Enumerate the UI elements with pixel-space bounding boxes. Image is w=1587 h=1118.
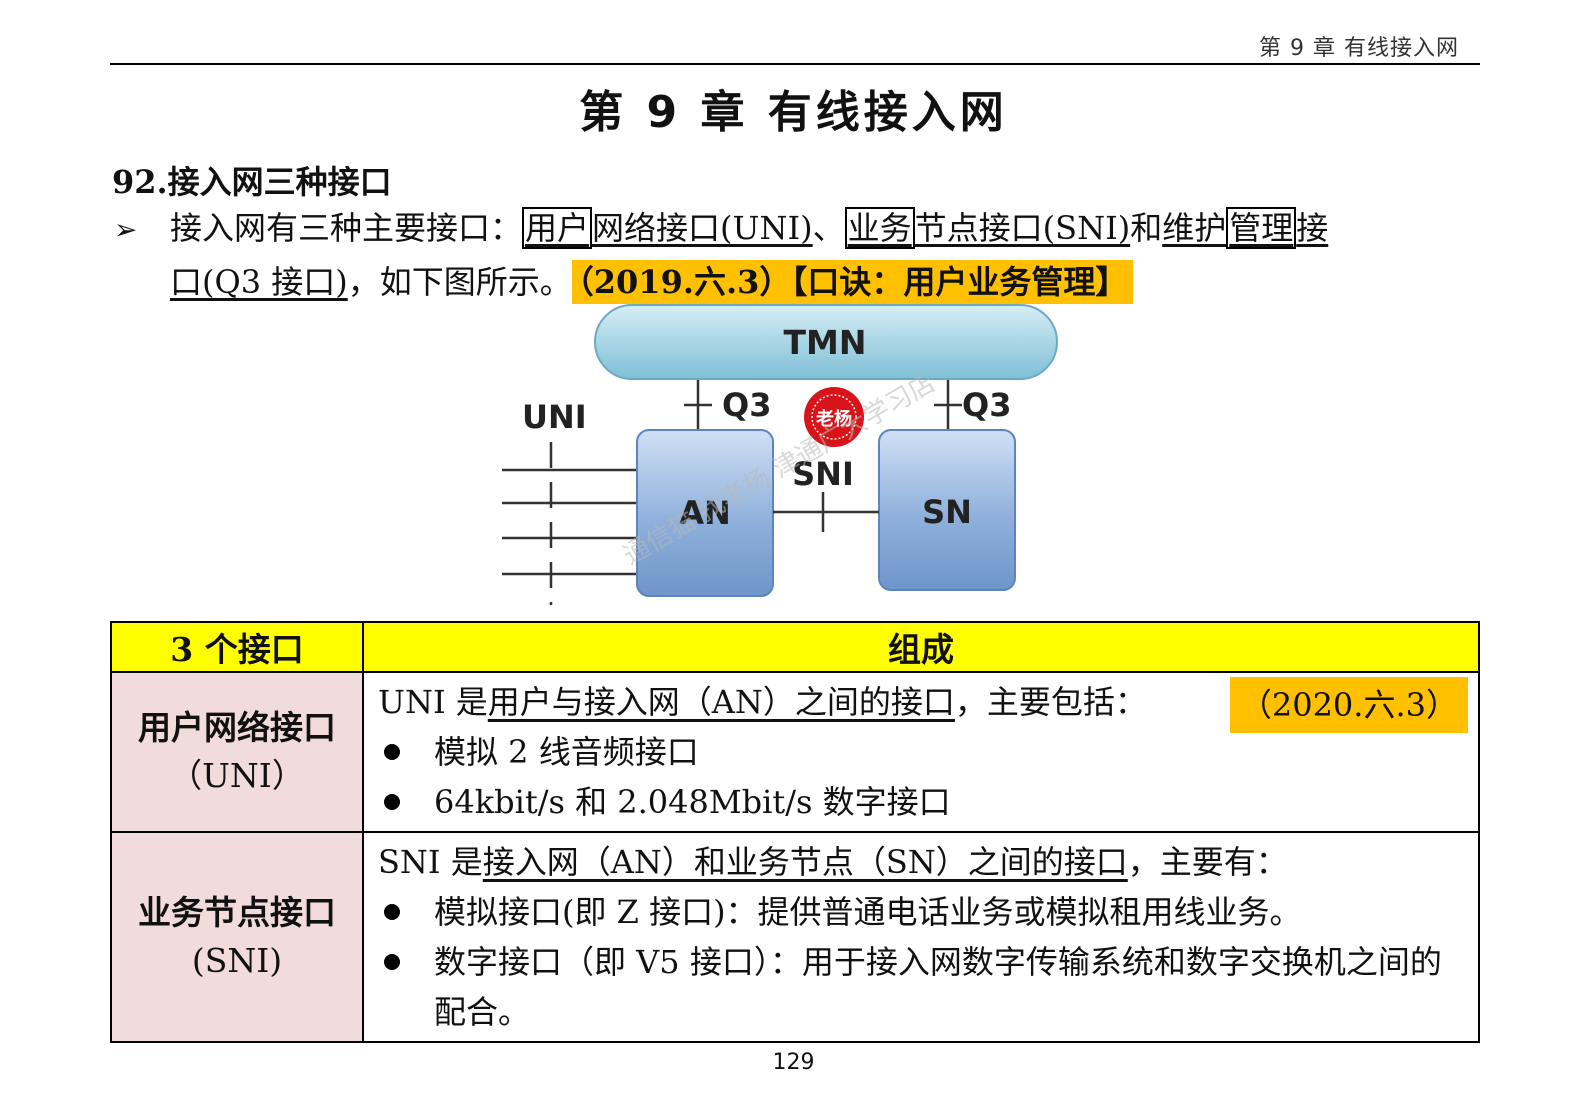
sn-label: SN: [922, 493, 972, 531]
sni-lead-def: 接入网（AN）和业务节点（SN）之间的接口: [482, 843, 1128, 881]
arrow-bullet-icon: ➢: [114, 213, 138, 246]
exam-highlight: （2019.六.3）【口诀：用户业务管理】: [571, 260, 1134, 304]
sni-label: SNI: [792, 455, 854, 493]
sni-name: 业务节点接口: [138, 893, 336, 932]
uni-exam-highlight: （2020.六.3）: [1229, 677, 1468, 733]
tmn-label: TMN: [784, 323, 867, 362]
intro-tail: ，如下图所示。: [347, 263, 572, 301]
intro-prefix: 接入网有三种主要接口：: [170, 209, 523, 247]
tmn-bar: [594, 304, 1058, 380]
uni-abbr: （UNI）: [169, 756, 305, 795]
sni-lead-post: ，主要有：: [1127, 843, 1288, 881]
intro-paragraph: ➢ 接入网有三种主要接口：用户网络接口(UNI)、业务节点接口(SNI)和维护管理…: [114, 202, 1484, 308]
section-heading: 92.接入网三种接口: [112, 163, 392, 201]
sni-boxed-word: 业务: [844, 207, 915, 249]
row-sni-name: 业务节点接口 (SNI): [110, 831, 364, 1043]
list-item: 数字接口（即 V5 接口）：用于接入网数字传输系统和数字交换机之间的配合。: [378, 937, 1468, 1037]
seal-stamp: 老杨: [804, 387, 864, 447]
list-item: 模拟 2 线音频接口: [378, 727, 1468, 777]
sni-items: 模拟接口(即 Z 接口)：提供普通电话业务或模拟租用线业务。 数字接口（即 V5…: [378, 887, 1468, 1037]
interface-table: 3 个接口 组成 用户网络接口 （UNI） UNI 是用户与接入网（AN）之间的…: [110, 621, 1480, 1043]
table-header-interfaces: 3 个接口: [110, 621, 364, 673]
q3-left-label: Q3: [722, 386, 771, 424]
seal-text: 老杨: [816, 408, 852, 430]
intro-line-2: 口(Q3 接口)，如下图所示。（2019.六.3）【口诀：用户业务管理】: [114, 256, 1484, 308]
intro-line-1: ➢ 接入网有三种主要接口：用户网络接口(UNI)、业务节点接口(SNI)和维护管理…: [114, 202, 1484, 256]
uni-lead-pre: UNI 是: [378, 683, 488, 721]
uni-lead-def: 用户与接入网（AN）之间的接口: [487, 683, 955, 721]
uni-items: 模拟 2 线音频接口 64kbit/s 和 2.048Mbit/s 数字接口: [378, 727, 1468, 827]
intro-and: 和: [1130, 209, 1163, 247]
sni-term: 业务节点接口(SNI): [844, 207, 1131, 249]
uni-boxed-word: 用户: [522, 207, 593, 249]
chapter-title: 第 9 章 有线接入网: [579, 87, 1008, 138]
q3-term-line2: 口(Q3 接口): [170, 263, 348, 301]
uni-term: 用户网络接口(UNI): [522, 207, 813, 249]
sni-lead: SNI 是接入网（AN）和业务节点（SN）之间的接口，主要有：: [378, 837, 1468, 887]
q3-boxed-word: 管理: [1226, 207, 1297, 249]
q3-term-pre: 维护: [1162, 209, 1227, 247]
page-number: 129: [772, 1050, 815, 1075]
q3-term: 维护管理接: [1162, 207, 1328, 249]
row-uni-name: 用户网络接口 （UNI）: [110, 671, 364, 833]
q3-term-post: 接: [1296, 209, 1329, 247]
table-header-row: 3 个接口 组成: [110, 621, 1480, 673]
uni-label: UNI: [522, 398, 587, 436]
running-header: 第 9 章 有线接入网: [1259, 36, 1459, 61]
sn-node: [878, 429, 1016, 591]
sni-term-rest: 节点接口(SNI): [914, 209, 1131, 247]
table-header-composition: 组成: [362, 621, 1480, 673]
uni-term-rest: 网络接口(UNI): [592, 209, 813, 247]
an-label: AN: [679, 494, 731, 532]
uni-lead-post: ，主要包括：: [954, 683, 1147, 721]
row-uni-body: UNI 是用户与接入网（AN）之间的接口，主要包括： （2020.六.3） 模拟 …: [362, 671, 1480, 833]
intro-sep: 、: [812, 209, 845, 247]
list-item: 模拟接口(即 Z 接口)：提供普通电话业务或模拟租用线业务。: [378, 887, 1468, 937]
table-row: 业务节点接口 (SNI) SNI 是接入网（AN）和业务节点（SN）之间的接口，…: [110, 831, 1480, 1043]
sni-abbr: (SNI): [191, 941, 283, 980]
table-row: 用户网络接口 （UNI） UNI 是用户与接入网（AN）之间的接口，主要包括： （…: [110, 671, 1480, 833]
uni-name: 用户网络接口: [138, 708, 336, 747]
list-item: 64kbit/s 和 2.048Mbit/s 数字接口: [378, 777, 1468, 827]
header-rule: [110, 63, 1480, 65]
uni-lead: UNI 是用户与接入网（AN）之间的接口，主要包括： （2020.六.3）: [378, 677, 1468, 733]
q3-right-label: Q3: [962, 386, 1011, 424]
row-sni-body: SNI 是接入网（AN）和业务节点（SN）之间的接口，主要有： 模拟接口(即 Z…: [362, 831, 1480, 1043]
sni-lead-pre: SNI 是: [378, 843, 483, 881]
